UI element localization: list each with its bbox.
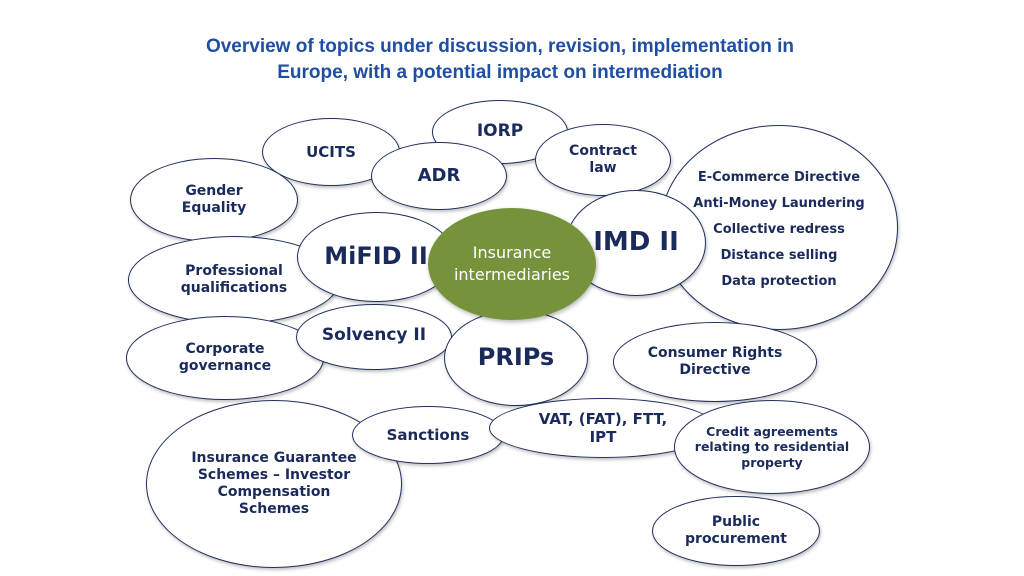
bubble-credit-agreements-line: relating to residential: [694, 439, 850, 455]
bubble-solvency: Solvency II: [296, 304, 452, 370]
bubble-sanctions: Sanctions: [352, 406, 504, 464]
center-insurance-intermediaries: Insurance intermediaries: [428, 208, 596, 320]
bubble-guarantee-schemes-line: Schemes – Investor: [197, 466, 351, 483]
bubble-consumer-rights-line: Directive: [679, 362, 751, 378]
bubble-corporate-governance-line: Corporate: [185, 340, 265, 357]
bubble-credit-agreements: Credit agreements relating to residentia…: [674, 400, 870, 494]
bubble-gender-equality-line: Gender: [185, 182, 243, 199]
directive-item: Data protection: [721, 273, 837, 289]
bubble-iorp-label: IORP: [476, 121, 524, 141]
bubble-contract-law: Contract law: [535, 124, 671, 196]
title-line-2: Europe, with a potential impact on inter…: [277, 62, 723, 83]
bubble-gender-equality: Gender Equality: [130, 158, 298, 242]
bubble-professional-qualifications-line: qualifications: [180, 280, 288, 296]
directive-item: Distance selling: [720, 247, 838, 263]
bubble-consumer-rights-line: Consumer Rights: [647, 344, 783, 361]
bubble-consumer-rights: Consumer Rights Directive: [613, 322, 817, 402]
bubble-public-procurement-line: Public: [711, 513, 761, 530]
bubble-guarantee-schemes-line: Compensation: [217, 484, 331, 500]
bubble-contract-law-line: law: [589, 160, 617, 176]
bubble-guarantee-schemes-line: Insurance Guarantee: [191, 449, 357, 466]
center-line: intermediaries: [453, 265, 571, 284]
bubble-credit-agreements-line: Credit agreements: [706, 424, 838, 440]
bubble-sanctions-label: Sanctions: [386, 425, 470, 444]
page-title: Overview of topics under discussion, rev…: [150, 34, 850, 86]
bubble-imd-label: IMD II: [593, 227, 679, 257]
bubble-prips: PRIPs: [444, 310, 588, 406]
bubble-corporate-governance: Corporate governance: [126, 316, 324, 400]
bubble-prips-label: PRIPs: [477, 343, 555, 372]
bubble-solvency-label: Solvency II: [321, 325, 427, 345]
bubble-vat: VAT, (FAT), FTT, IPT: [489, 398, 717, 458]
bubble-gender-equality-line: Equality: [181, 200, 247, 216]
bubble-adr: ADR: [371, 142, 507, 210]
bubble-vat-line: IPT: [589, 428, 617, 446]
bubble-public-procurement-line: procurement: [685, 531, 787, 547]
bubble-contract-law-line: Contract: [569, 142, 637, 159]
bubble-public-procurement: Public procurement: [652, 496, 820, 566]
bubble-mifid-label: MiFID II: [324, 242, 428, 271]
bubble-vat-line: VAT, (FAT), FTT,: [538, 409, 668, 428]
bubble-credit-agreements-line: property: [741, 454, 803, 470]
center-line: Insurance: [472, 242, 552, 262]
directive-item: Collective redress: [713, 221, 845, 237]
bubble-guarantee-schemes-line: Schemes: [238, 501, 310, 518]
title-line-1: Overview of topics under discussion, rev…: [205, 36, 795, 57]
bubble-professional-qualifications-line: Professional: [185, 262, 283, 279]
directive-item: E-Commerce Directive: [697, 169, 861, 185]
directive-item: Anti-Money Laundering: [693, 195, 865, 211]
bubble-ucits-label: UCITS: [306, 142, 356, 161]
bubble-adr-label: ADR: [417, 165, 461, 187]
bubble-corporate-governance-line: governance: [178, 358, 272, 374]
